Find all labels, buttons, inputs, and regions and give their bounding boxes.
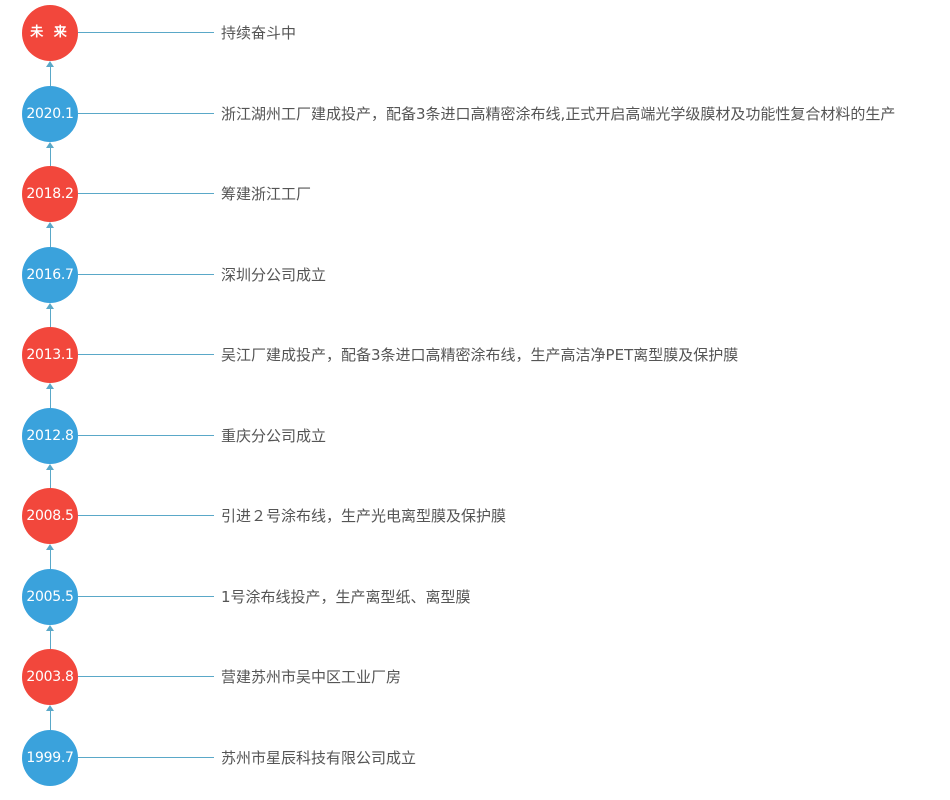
arrow-up-icon xyxy=(46,142,54,148)
event-description: 深圳分公司成立 xyxy=(221,266,327,284)
arrow-up-icon xyxy=(46,464,54,470)
timeline-connector xyxy=(46,464,54,488)
arrow-up-icon xyxy=(46,544,54,550)
timeline-item: 2018.2 筹建浙江工厂 xyxy=(0,166,950,222)
vertical-line xyxy=(49,226,51,247)
connector-line xyxy=(78,193,214,194)
event-description: 引进２号涂布线，生产光电离型膜及保护膜 xyxy=(221,507,507,525)
arrow-up-icon xyxy=(46,383,54,389)
connector-line xyxy=(78,354,214,355)
connector-line xyxy=(78,757,214,758)
timeline-item: 2008.5 引进２号涂布线，生产光电离型膜及保护膜 xyxy=(0,488,950,544)
timeline-item: 2016.7 深圳分公司成立 xyxy=(0,247,950,303)
timeline-item: 2020.1 浙江湖州工厂建成投产，配备3条进口高精密涂布线,正式开启高端光学级膜… xyxy=(0,86,950,142)
date-badge: 2020.1 xyxy=(22,86,78,142)
arrow-up-icon xyxy=(46,61,54,67)
arrow-up-icon xyxy=(46,625,54,631)
event-description: 筹建浙江工厂 xyxy=(221,185,312,203)
timeline-connector xyxy=(46,222,54,247)
date-badge: 2018.2 xyxy=(22,166,78,222)
connector-line xyxy=(78,435,214,436)
connector-line xyxy=(78,676,214,677)
vertical-line xyxy=(49,709,51,730)
arrow-up-icon xyxy=(46,303,54,309)
date-badge: 2003.8 xyxy=(22,649,78,705)
timeline-connector xyxy=(46,705,54,730)
timeline-connector xyxy=(46,142,54,166)
vertical-line xyxy=(49,65,51,86)
event-description: 苏州市星辰科技有限公司成立 xyxy=(221,749,417,767)
timeline-item: 未 来 持续奋斗中 xyxy=(0,5,950,61)
event-description: 吴江厂建成投产，配备3条进口高精密涂布线，生产高洁净PET离型膜及保护膜 xyxy=(221,346,739,364)
event-description: 浙江湖州工厂建成投产，配备3条进口高精密涂布线,正式开启高端光学级膜材及功能性复… xyxy=(221,105,896,123)
timeline-item: 2005.5 1号涂布线投产，生产离型纸、离型膜 xyxy=(0,569,950,625)
event-description: 营建苏州市吴中区工业厂房 xyxy=(221,668,402,686)
date-badge: 2016.7 xyxy=(22,247,78,303)
timeline-connector xyxy=(46,383,54,408)
timeline-item: 2012.8 重庆分公司成立 xyxy=(0,408,950,464)
connector-line xyxy=(78,32,214,33)
connector-line xyxy=(78,515,214,516)
timeline-item: 1999.7 苏州市星辰科技有限公司成立 xyxy=(0,730,950,786)
event-description: 重庆分公司成立 xyxy=(221,427,327,445)
vertical-line xyxy=(49,307,51,327)
arrow-up-icon xyxy=(46,705,54,711)
vertical-line xyxy=(49,387,51,408)
event-description: 持续奋斗中 xyxy=(221,24,297,42)
event-description: 1号涂布线投产，生产离型纸、离型膜 xyxy=(221,588,471,606)
timeline-connector xyxy=(46,544,54,569)
vertical-line xyxy=(49,146,51,166)
connector-line xyxy=(78,596,214,597)
timeline-connector xyxy=(46,303,54,327)
connector-line xyxy=(78,274,214,275)
vertical-line xyxy=(49,548,51,569)
date-badge: 2005.5 xyxy=(22,569,78,625)
vertical-line xyxy=(49,468,51,488)
future-date-badge: 未 来 xyxy=(22,5,78,61)
timeline-connector xyxy=(46,61,54,86)
connector-line xyxy=(78,113,214,114)
timeline-connector xyxy=(46,625,54,649)
timeline-item: 2013.1 吴江厂建成投产，配备3条进口高精密涂布线，生产高洁净PET离型膜及保… xyxy=(0,327,950,383)
timeline-item: 2003.8 营建苏州市吴中区工业厂房 xyxy=(0,649,950,705)
date-badge: 2008.5 xyxy=(22,488,78,544)
date-badge: 2013.1 xyxy=(22,327,78,383)
date-badge: 2012.8 xyxy=(22,408,78,464)
date-badge: 1999.7 xyxy=(22,730,78,786)
vertical-line xyxy=(49,629,51,649)
arrow-up-icon xyxy=(46,222,54,228)
